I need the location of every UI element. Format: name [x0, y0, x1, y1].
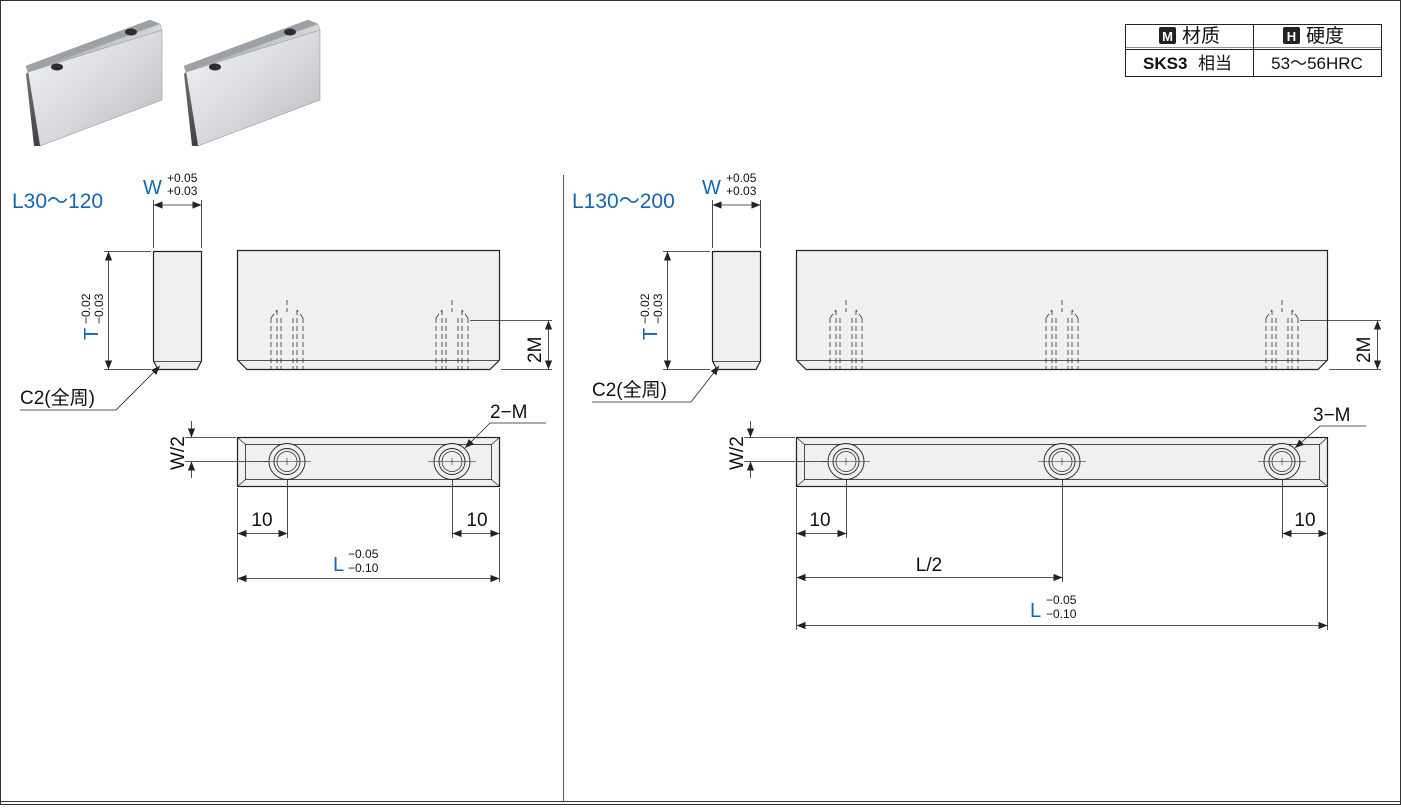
- left-side-view-block: [152, 250, 203, 371]
- left-hole-callout: 2−M: [490, 402, 528, 423]
- right-w-symbol: W: [702, 177, 721, 199]
- material-header: 材质: [1182, 25, 1220, 47]
- right-chamfer-label: C2(全周): [592, 379, 667, 401]
- left-w-tol-upper: +0.05: [167, 171, 198, 185]
- material-badge-letter: M: [1162, 29, 1173, 44]
- right-t-symbol: T: [640, 328, 662, 340]
- left-hole-2: [428, 443, 476, 480]
- left-w-tol-lower: +0.03: [167, 184, 198, 198]
- left-depth-label: 2M: [525, 337, 546, 363]
- right-view: L130〜200 W +0.05 +0.03 T −0.02 −0.03 C2(…: [572, 171, 1382, 630]
- left-chamfer-label: C2(全周): [20, 387, 95, 409]
- left-l-tol-lower: −0.10: [348, 561, 379, 575]
- right-depth-label: 2M: [1354, 337, 1375, 363]
- right-w-tol-lower: +0.03: [726, 184, 757, 198]
- right-l-symbol: L: [1030, 600, 1041, 622]
- right-t-tol-lower: −0.03: [651, 293, 665, 324]
- right-t-tol-upper: −0.02: [638, 293, 652, 324]
- left-view: L30〜120 W +0.05 +0.03 T −0.02 −0.03 C2(全…: [12, 171, 553, 583]
- product-photo-right: [183, 19, 321, 147]
- material-value-suffix: 相当: [1198, 54, 1232, 73]
- left-edge-right-label: 10: [466, 510, 487, 531]
- left-w-symbol: W: [143, 177, 162, 199]
- left-hole-hidden-lines: [270, 300, 469, 369]
- left-half-width-label: W/2: [168, 436, 189, 470]
- right-w-tol-upper: +0.05: [726, 171, 757, 185]
- right-hole-3: [1258, 443, 1306, 480]
- right-edge-right-label: 10: [1294, 510, 1315, 531]
- right-hole-hidden-lines: [829, 300, 1299, 369]
- hardness-header: 硬度: [1306, 25, 1344, 47]
- spec-table: M 材质 H 硬度 SKS3 相当 53〜56HRC: [1125, 24, 1382, 77]
- right-half-width-label: W/2: [727, 436, 748, 470]
- right-hole-2: [1038, 443, 1086, 480]
- right-l-tol-upper: −0.05: [1046, 593, 1077, 607]
- right-l-tol-lower: −0.10: [1046, 607, 1077, 621]
- hardness-badge: [1283, 27, 1300, 44]
- right-edge-left-label: 10: [809, 510, 830, 531]
- material-badge: [1159, 27, 1176, 44]
- hardness-badge-letter: H: [1287, 29, 1296, 44]
- left-t-tol-lower: −0.03: [92, 293, 106, 324]
- right-half-length-label: L/2: [916, 555, 942, 576]
- left-t-symbol: T: [81, 328, 103, 340]
- left-front-view-block: [236, 249, 501, 371]
- right-hole-callout: 3−M: [1313, 405, 1351, 426]
- product-photo-left: [25, 19, 163, 147]
- right-range-label: L130〜200: [572, 190, 675, 213]
- left-edge-left-label: 10: [251, 510, 272, 531]
- left-hole-1: [263, 443, 311, 480]
- left-t-tol-upper: −0.02: [79, 293, 93, 324]
- left-range-label: L30〜120: [12, 190, 103, 213]
- left-l-tol-upper: −0.05: [348, 547, 379, 561]
- material-value: SKS3: [1143, 54, 1187, 73]
- left-l-symbol: L: [333, 554, 344, 576]
- hardness-value: 53〜56HRC: [1271, 54, 1363, 73]
- right-side-view-block: [711, 250, 762, 371]
- right-hole-1: [822, 443, 870, 480]
